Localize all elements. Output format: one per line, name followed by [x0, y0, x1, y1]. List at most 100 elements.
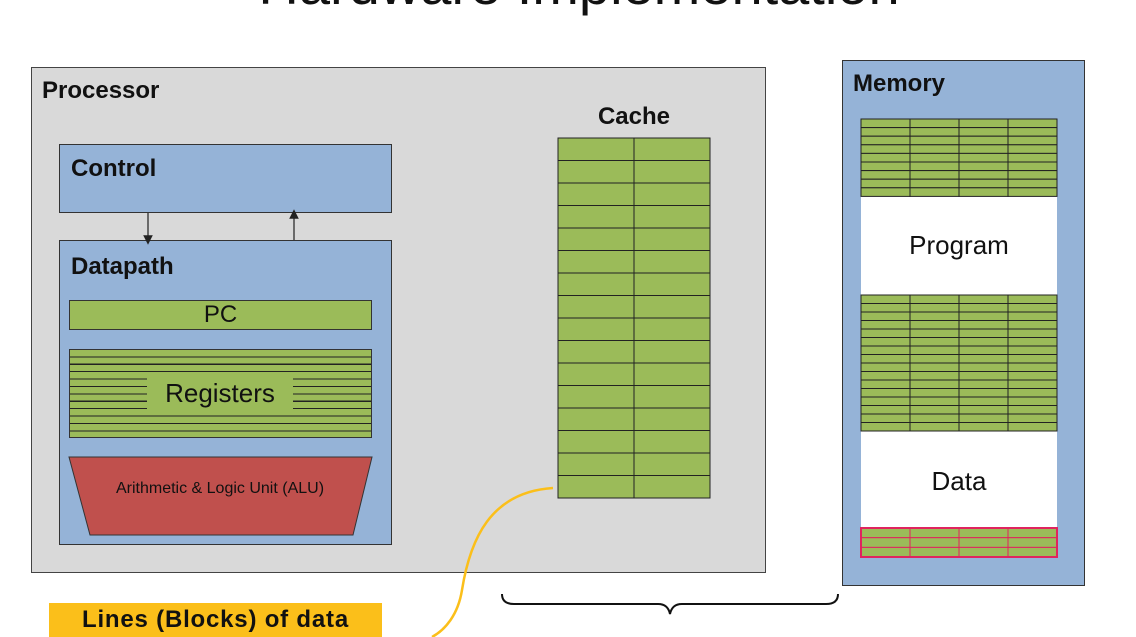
cache-line-cell	[557, 385, 635, 409]
memory-word-cell	[958, 294, 1009, 304]
memory-word-cell	[958, 178, 1009, 189]
memory-word-cell	[909, 396, 960, 406]
memory-word-cell	[958, 396, 1009, 406]
memory-word-cell	[1007, 362, 1058, 372]
memory-word-cell	[909, 422, 960, 432]
memory-word-cell	[860, 178, 911, 189]
memory-word-cell	[1007, 152, 1058, 163]
data-label: Data	[931, 466, 987, 496]
memory-word-cell	[1007, 127, 1058, 137]
cache-line-cell	[633, 452, 711, 476]
memory-word-cell	[909, 413, 960, 423]
memory-word-cell	[909, 161, 960, 172]
memory-word-cell	[860, 379, 911, 389]
memory-highlighted-cell	[909, 546, 960, 558]
cache-line-cell	[557, 182, 635, 206]
cache-line-cell	[557, 227, 635, 251]
memory-word-cell	[909, 379, 960, 389]
memory-highlighted-cell	[958, 537, 1009, 548]
memory-word-cell	[860, 118, 911, 129]
memory-word-cell	[958, 328, 1009, 338]
memory-highlighted-cell	[860, 546, 911, 558]
memory-word-cell	[1007, 303, 1058, 313]
memory-word-cell	[958, 135, 1009, 146]
cache-line-cell	[633, 295, 711, 319]
memory-word-cell	[909, 337, 960, 347]
control-box	[59, 144, 392, 213]
cache-line-cell	[633, 205, 711, 229]
memory-highlighted-cell	[1007, 527, 1058, 539]
memory-word-cell	[958, 337, 1009, 347]
memory-highlighted-cell	[958, 546, 1009, 558]
memory-word-cell	[860, 311, 911, 321]
memory-word-cell	[1007, 345, 1058, 355]
cache-line-cell	[633, 137, 711, 161]
memory-word-cell	[958, 345, 1009, 355]
memory-word-cell	[958, 320, 1009, 330]
cache-line-cell	[633, 317, 711, 341]
cache-line-cell	[633, 430, 711, 454]
memory-word-cell	[958, 303, 1009, 313]
slide-title: Hardware Implementation	[0, 0, 1136, 17]
memory-word-cell	[909, 345, 960, 355]
memory-word-cell	[909, 405, 960, 415]
memory-word-cell	[1007, 413, 1058, 423]
memory-word-cell	[909, 187, 960, 197]
memory-word-cell	[1007, 320, 1058, 330]
cache-line-cell	[557, 250, 635, 274]
memory-word-cell	[860, 127, 911, 137]
processor-label: Processor	[42, 77, 160, 104]
memory-data-grid	[860, 294, 1058, 432]
memory-word-cell	[1007, 379, 1058, 389]
memory-highlighted-cell	[860, 537, 911, 548]
memory-word-cell	[958, 187, 1009, 197]
memory-highlight-outline	[860, 527, 1058, 558]
memory-word-cell	[909, 144, 960, 154]
memory-word-cell	[860, 144, 911, 154]
cache-line-cell	[557, 475, 635, 499]
memory-word-cell	[958, 371, 1009, 381]
pc-register: PC	[69, 300, 372, 330]
memory-word-cell	[909, 294, 960, 304]
memory-word-cell	[860, 405, 911, 415]
memory-word-cell	[909, 311, 960, 321]
memory-word-cell	[958, 362, 1009, 372]
memory-word-cell	[860, 328, 911, 338]
memory-word-cell	[958, 405, 1009, 415]
memory-word-cell	[1007, 178, 1058, 189]
memory-word-cell	[860, 187, 911, 197]
memory-word-cell	[1007, 170, 1058, 180]
memory-word-cell	[909, 135, 960, 146]
program-label: Program	[909, 230, 1009, 260]
datapath-label: Datapath	[71, 253, 174, 280]
memory-word-cell	[860, 354, 911, 364]
memory-word-cell	[860, 170, 911, 180]
registers-label: Registers	[147, 376, 293, 410]
memory-word-cell	[1007, 405, 1058, 415]
memory-word-cell	[1007, 354, 1058, 364]
memory-word-cell	[860, 422, 911, 432]
memory-word-cell	[1007, 311, 1058, 321]
memory-word-cell	[1007, 187, 1058, 197]
memory-word-cell	[958, 127, 1009, 137]
cache-line-cell	[633, 475, 711, 499]
memory-word-cell	[909, 178, 960, 189]
memory-word-cell	[909, 118, 960, 129]
memory-word-cell	[909, 170, 960, 180]
memory-word-cell	[909, 303, 960, 313]
memory-highlighted-cell	[1007, 546, 1058, 558]
cache-line-cell	[633, 407, 711, 431]
memory-word-cell	[860, 362, 911, 372]
memory-word-cell	[958, 413, 1009, 423]
memory-word-cell	[860, 294, 911, 304]
cache-grid	[557, 137, 711, 499]
cache-line-cell	[557, 272, 635, 296]
memory-word-cell	[1007, 371, 1058, 381]
cache-line-cell	[557, 430, 635, 454]
cache-line-cell	[557, 362, 635, 386]
memory-word-cell	[1007, 388, 1058, 398]
memory-word-cell	[909, 354, 960, 364]
memory-word-cell	[958, 311, 1009, 321]
cache-label: Cache	[597, 103, 671, 130]
memory-program-grid	[860, 118, 1058, 197]
